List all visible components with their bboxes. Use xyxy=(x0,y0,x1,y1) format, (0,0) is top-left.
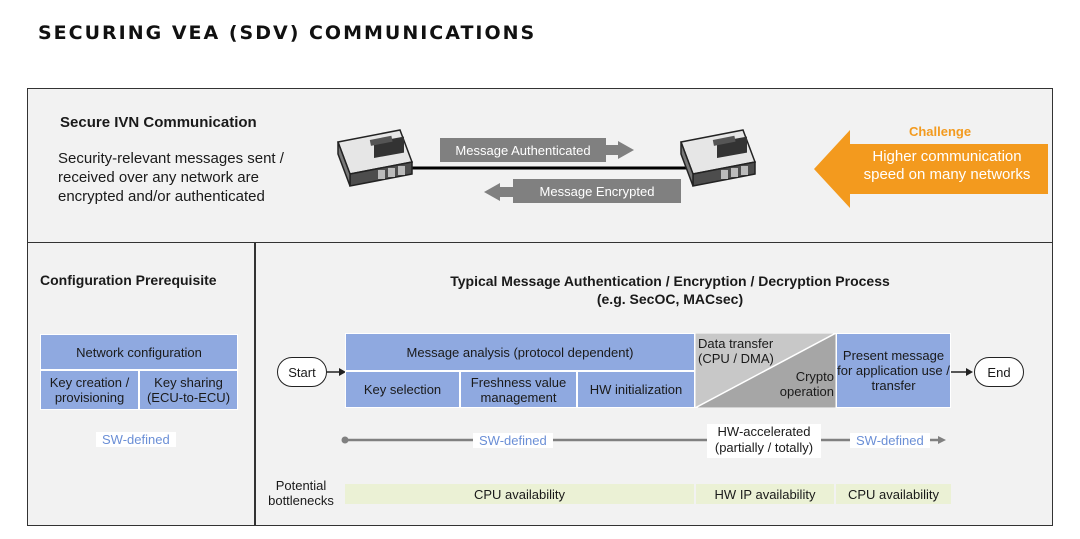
page-title: SECURING VEA (SDV) COMMUNICATIONS xyxy=(38,22,537,44)
freshness-box: Freshness value management xyxy=(460,371,577,408)
network-configuration-box: Network configuration xyxy=(40,334,238,370)
end-arrow xyxy=(951,368,973,376)
hw-accelerated-label: HW-accelerated (partially / totally) xyxy=(707,424,821,458)
ecu-communication-graphic xyxy=(336,129,757,201)
panel-divider xyxy=(254,243,256,526)
hw-initialization-box: HW initialization xyxy=(577,371,695,408)
sw-defined-segment-1: SW-defined xyxy=(473,432,553,450)
cpu-availability-bar-1: CPU availability xyxy=(345,484,694,504)
challenge-arrow xyxy=(814,130,1048,208)
process-subheading: (e.g. SecOC, MACsec) xyxy=(596,291,744,307)
end-node: End xyxy=(974,357,1024,387)
start-node: Start xyxy=(277,357,327,387)
sw-defined-text-2: SW-defined xyxy=(850,433,930,448)
key-selection-box: Key selection xyxy=(345,371,460,408)
arrow-left-head xyxy=(484,183,500,201)
process-heading: Typical Message Authentication / Encrypt… xyxy=(450,273,890,289)
present-message-box: Present message for application use / tr… xyxy=(836,333,951,408)
secure-ivn-heading: Secure IVN Communication xyxy=(60,114,257,131)
config-prerequisite-heading: Configuration Prerequisite xyxy=(40,272,217,288)
start-arrow xyxy=(327,368,346,376)
secure-ivn-description: Security-relevant messages sent / receiv… xyxy=(58,150,284,205)
sw-defined-text-1: SW-defined xyxy=(473,433,553,448)
left-sw-defined-label: SW-defined xyxy=(96,431,176,449)
ecu-left-icon xyxy=(336,129,414,187)
data-transfer-label: Data transfer (CPU / DMA) xyxy=(698,336,774,366)
challenge-text: Higher communication speed on many netwo… xyxy=(863,148,1031,183)
message-authenticated-arrow: Message Authenticated xyxy=(440,138,606,162)
hw-ip-availability-bar: HW IP availability xyxy=(696,484,834,504)
diagram-frame xyxy=(27,88,1053,526)
bottlenecks-label: Potential bottlenecks xyxy=(268,478,334,508)
key-creation-box: Key creation / provisioning xyxy=(40,370,139,410)
challenge-label: Challenge xyxy=(908,124,972,139)
crypto-operation-label: Crypto operation xyxy=(779,369,834,399)
cpu-availability-bar-2: CPU availability xyxy=(836,484,951,504)
sw-defined-text: SW-defined xyxy=(96,432,176,447)
data-transfer-crypto-box xyxy=(695,333,836,408)
sw-defined-segment-2: SW-defined xyxy=(850,432,930,450)
message-analysis-box: Message analysis (protocol dependent) xyxy=(345,333,695,371)
key-sharing-box: Key sharing (ECU-to-ECU) xyxy=(139,370,238,410)
ecu-right-icon xyxy=(679,129,757,187)
arrow-right-head xyxy=(618,141,634,159)
message-encrypted-arrow: Message Encrypted xyxy=(513,179,681,203)
